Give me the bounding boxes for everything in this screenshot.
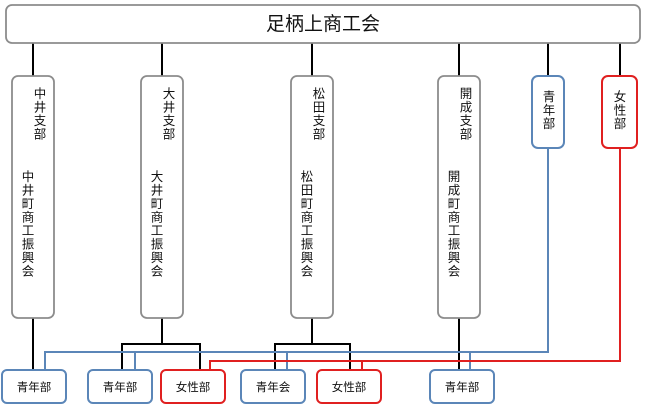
bottom-oi-women: 女性部 (160, 369, 226, 404)
branch-kaisei: 開成支部 開成町商工振興会 (437, 75, 481, 319)
bottom-kaisei-youth-label: 青年部 (445, 380, 480, 394)
women-connectors (209, 148, 621, 370)
branch-matsuda-col1: 松田支部 (311, 87, 326, 141)
division-women: 女性部 (601, 75, 638, 149)
branch-oi-col2: 大井町商工振興会 (149, 170, 164, 278)
bottom-nakai-youth: 青年部 (1, 369, 67, 404)
division-youth: 青年部 (531, 75, 565, 149)
branch-kaisei-col2: 開成町商工振興会 (446, 170, 461, 278)
branch-nakai-col1: 中井支部 (32, 86, 47, 141)
division-women-label: 女性部 (612, 89, 627, 131)
bottom-nakai-youth-label: 青年部 (17, 380, 52, 394)
structure-connectors (32, 43, 621, 370)
bottom-kaisei-youth: 青年部 (429, 369, 495, 404)
branch-kaisei-col1: 開成支部 (458, 87, 473, 141)
top-node-label: 足柄上商工会 (266, 13, 380, 35)
branch-oi: 大井支部 大井町商工振興会 (140, 75, 184, 319)
branch-matsuda-col2: 松田町商工振興会 (299, 170, 314, 278)
branch-oi-col1: 大井支部 (161, 87, 176, 141)
bottom-matsuda-youth: 青年会 (240, 369, 306, 404)
bottom-matsuda-youth-label: 青年会 (256, 380, 291, 394)
bottom-matsuda-women: 女性部 (316, 369, 382, 404)
bottom-oi-women-label: 女性部 (176, 380, 211, 394)
branch-nakai: 中井支部 中井町商工振興会 (11, 75, 55, 319)
branch-nakai-col2: 中井町商工振興会 (20, 169, 35, 278)
top-node: 足柄上商工会 (5, 4, 641, 44)
bottom-oi-youth-label: 青年部 (103, 380, 138, 394)
bottom-matsuda-women-label: 女性部 (332, 380, 367, 394)
bottom-oi-youth: 青年部 (87, 369, 153, 404)
division-youth-label: 青年部 (541, 90, 556, 131)
branch-matsuda: 松田支部 松田町商工振興会 (290, 75, 334, 319)
